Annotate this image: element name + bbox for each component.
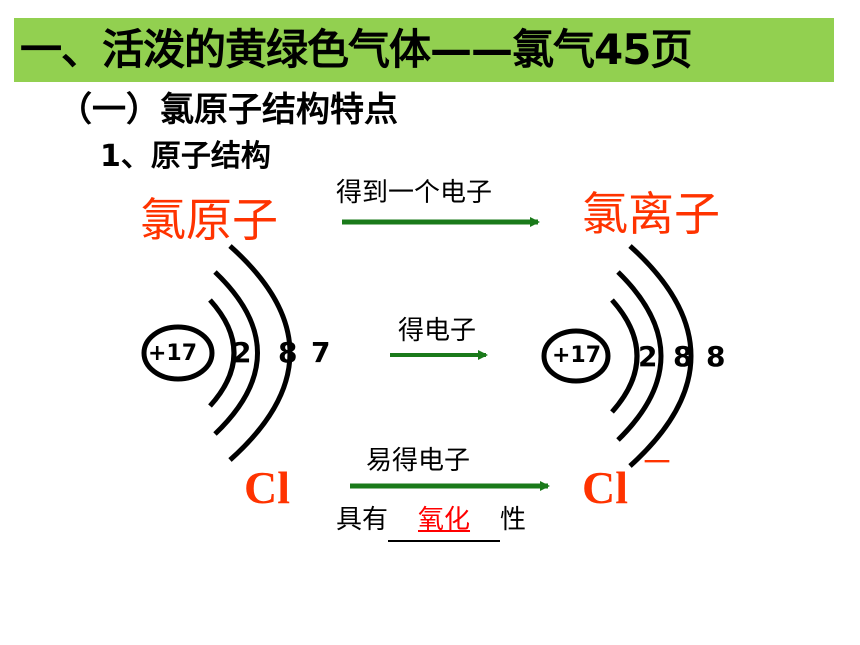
subsection-heading: 1、原子结构: [100, 139, 271, 174]
ion-shell-3-count: 8: [706, 340, 726, 373]
ion-label: 氯离子: [582, 187, 720, 241]
middle-arrow-label: 得电子: [398, 316, 477, 346]
atom-shell-3-count: 7: [311, 336, 331, 369]
property-answer: 氧化: [388, 500, 501, 542]
ion-shell-3: [628, 244, 694, 468]
title-bar: [14, 18, 834, 82]
ion-shell-2: [616, 270, 664, 442]
property-sentence: 具有氧化性: [336, 500, 526, 542]
top-arrow-label: 得到一个电子: [336, 178, 493, 208]
ion-nucleus-circle: [541, 328, 611, 384]
atom-shell-3: [228, 244, 293, 462]
atom-nucleus-circle: [141, 324, 215, 382]
section-heading: （一）氯原子结构特点: [58, 90, 398, 130]
ion-shell-1: [610, 298, 640, 414]
page-title: 一、活泼的黄绿色气体——氯气45页: [20, 25, 692, 74]
ion-nucleus-charge: +17: [552, 343, 602, 368]
atom-shell-1-count: 2: [232, 336, 252, 369]
bottom-arrow-label: 易得电子: [366, 446, 471, 476]
atom-symbol: Cl: [244, 462, 290, 513]
property-suffix: 性: [500, 505, 527, 535]
ion-shell-1-count: 2: [638, 340, 658, 373]
ion-symbol: Cl: [582, 462, 628, 513]
ion-charge-sign: －: [640, 443, 674, 483]
atom-label: 氯原子: [140, 193, 278, 247]
property-prefix: 具有: [336, 505, 389, 535]
ion-shell-2-count: 8: [673, 340, 693, 373]
atom-shell-2: [213, 270, 260, 436]
atom-shell-1: [208, 298, 237, 408]
atom-shell-2-count: 8: [278, 336, 298, 369]
atom-nucleus-charge: +17: [148, 341, 198, 366]
